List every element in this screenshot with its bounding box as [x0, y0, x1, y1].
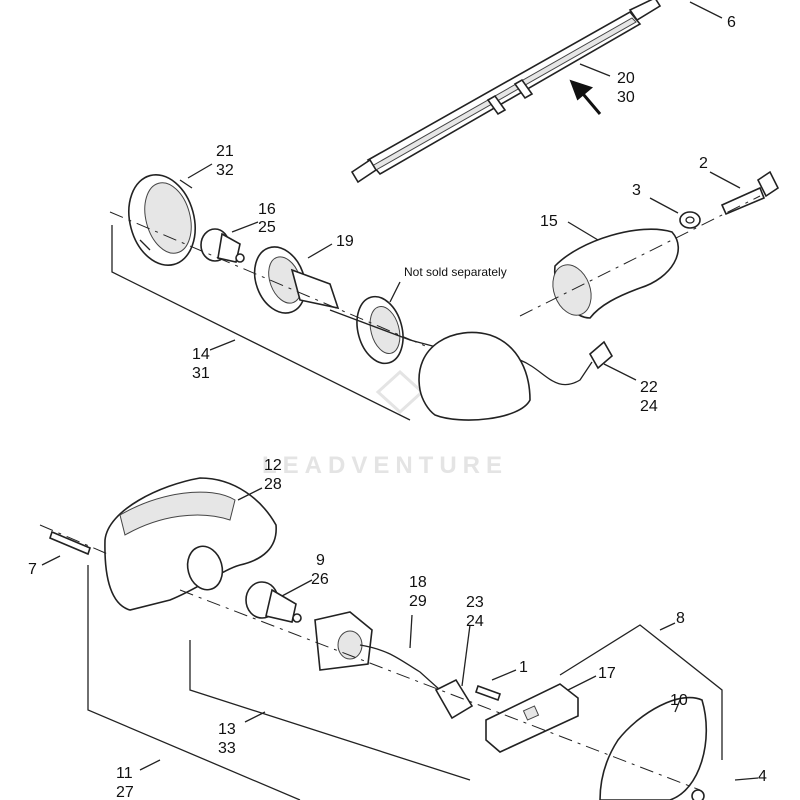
callout-22: 22 — [640, 379, 658, 396]
part-gasket — [356, 295, 404, 365]
part-bulb-front — [200, 228, 245, 263]
part-screw-7 — [49, 530, 91, 556]
callout-7: 7 — [28, 561, 37, 578]
callout-24b: 24 — [466, 613, 484, 630]
callout-1: 1 — [519, 659, 528, 676]
callout-19: 19 — [336, 233, 354, 250]
callout-26: 26 — [311, 571, 329, 588]
part-housing — [418, 331, 531, 421]
part-socket — [253, 246, 340, 314]
arrow-icon — [569, 79, 602, 115]
callout-8: 8 — [676, 610, 685, 627]
part-connector — [588, 340, 614, 370]
callout-30: 30 — [617, 89, 635, 106]
part-bulb-rear — [245, 581, 302, 623]
callout-18: 18 — [409, 574, 427, 591]
callout-21: 21 — [216, 143, 234, 160]
centerline-lower — [179, 589, 701, 791]
callout-13: 13 — [218, 721, 236, 738]
part-tail-lens — [104, 477, 277, 611]
callout-20: 20 — [617, 70, 635, 87]
callout-6: 6 — [727, 14, 736, 31]
callout-23: 23 — [466, 594, 484, 611]
callout-17: 17 — [598, 665, 616, 682]
callout-29: 29 — [409, 593, 427, 610]
part-bracket — [485, 683, 579, 753]
part-nut-4 — [691, 789, 705, 800]
callout-32: 32 — [216, 162, 234, 179]
leader-lines — [41, 1, 759, 781]
part-lens-ring — [128, 174, 196, 266]
callout-14: 14 — [192, 346, 210, 363]
callout-33: 33 — [218, 740, 236, 757]
callout-3: 3 — [632, 182, 641, 199]
callout-10: 10 — [670, 692, 688, 709]
callout-11: 11 — [116, 765, 133, 782]
callout-27: 27 — [116, 784, 134, 800]
part-rear-socket — [314, 611, 441, 691]
centerline-mount — [519, 195, 761, 317]
callout-4: 4 — [758, 768, 767, 785]
part-mount — [552, 228, 679, 319]
part-bolt-2 — [720, 170, 780, 216]
group-line-13 — [189, 640, 471, 781]
part-screw-1 — [474, 684, 502, 702]
part-rod — [350, 0, 662, 184]
part-rear-connector — [434, 678, 474, 720]
centerline-screw — [39, 524, 111, 556]
callout-12: 12 — [264, 457, 282, 474]
callout-28: 28 — [264, 476, 282, 493]
part-washer — [679, 211, 701, 229]
part-base-plate — [599, 696, 708, 800]
callout-16: 16 — [258, 201, 276, 218]
group-line-14 — [111, 225, 411, 421]
group-line-8 — [559, 622, 723, 760]
callout-2: 2 — [699, 155, 708, 172]
callout-25: 25 — [258, 219, 276, 236]
callout-9: 9 — [316, 552, 325, 569]
wire-lead — [519, 359, 593, 386]
watermark-text: LEADVENTURE — [262, 452, 508, 479]
callout-24a: 24 — [640, 398, 658, 415]
callout-labels: 6 20 30 21 32 2 3 16 25 15 19 14 31 22 2… — [28, 14, 767, 800]
watermark: LEADVENTURE — [262, 369, 508, 479]
note-not-sold-separately: Not sold separately — [404, 265, 507, 279]
group-line-11 — [87, 565, 301, 800]
callout-31: 31 — [192, 365, 210, 382]
callout-15: 15 — [540, 213, 558, 230]
